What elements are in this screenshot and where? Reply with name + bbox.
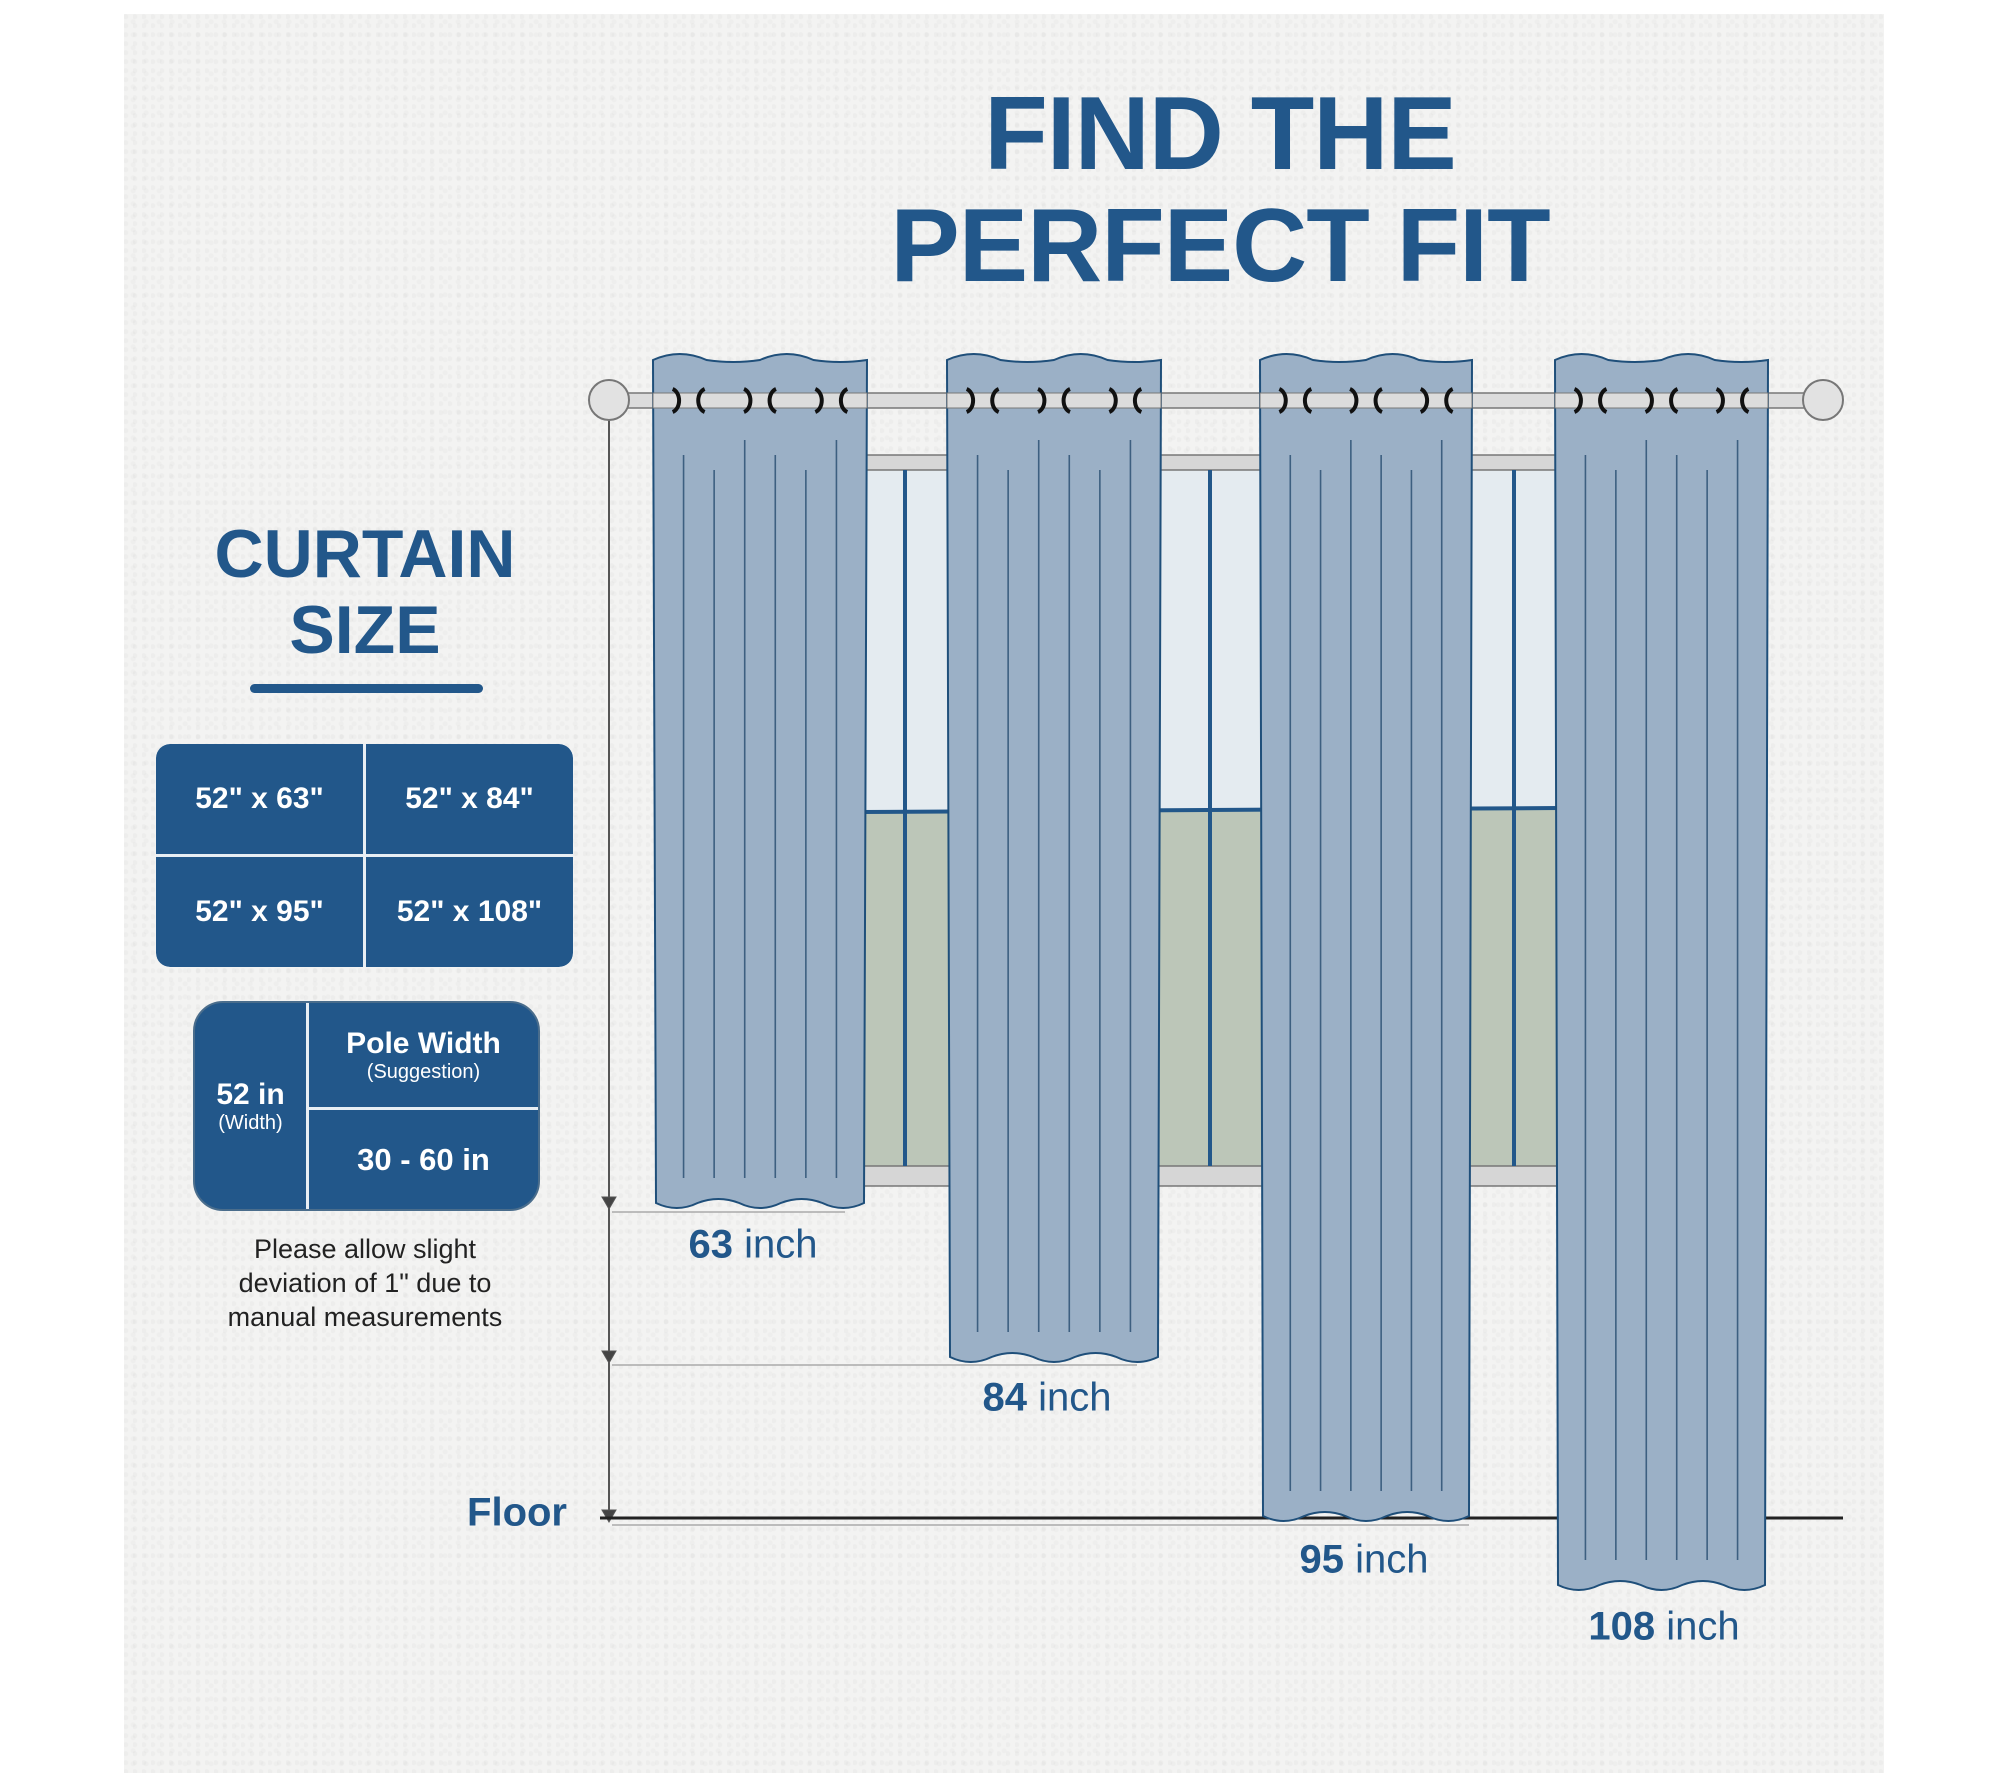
rod-segment (946, 392, 1162, 409)
arrow-icon (601, 1350, 617, 1364)
grommet-icon (1302, 387, 1313, 414)
curtain-rod (588, 379, 1844, 421)
size-option: 52" x 63" (156, 744, 363, 854)
note-line: deviation of 1" due to (238, 1268, 492, 1298)
grommet-icon (1644, 387, 1654, 414)
grommet-icon (696, 387, 706, 414)
rod-finial (588, 379, 630, 421)
deviation-note: Please allow slight deviation of 1" due … (165, 1232, 565, 1334)
pole-width-heading: Pole Width (346, 1026, 501, 1060)
grommet-icon (1740, 387, 1750, 414)
grommet-icon (1715, 387, 1725, 414)
grommet-icon (1349, 387, 1359, 414)
curtain-width-cell: 52 in (Width) (195, 1003, 309, 1209)
grommet-icon (814, 387, 824, 414)
measurement-guides (601, 401, 1469, 1526)
rod-segment (1554, 392, 1769, 409)
size-option: 52" x 84" (366, 744, 573, 854)
arrow-icon (601, 1196, 617, 1210)
title-line-1: FIND THE (984, 76, 1457, 192)
rod-finial (1802, 379, 1844, 421)
grommet-icon (671, 387, 682, 414)
grommet-icon (1444, 387, 1454, 414)
grommet-icon (838, 387, 849, 414)
pole-width-sub: (Suggestion) (366, 1060, 481, 1083)
length-label-95: 95 inch (1299, 1537, 1429, 1582)
length-label-108: 108 inch (1588, 1604, 1740, 1649)
curtain-panel (651, 353, 869, 1209)
grommet-icon (767, 387, 777, 414)
grommet-icon (965, 387, 976, 414)
width-value: 52 in (216, 1077, 285, 1111)
grommet-icon (1669, 387, 1679, 414)
grommet-icon (1419, 387, 1430, 414)
curtain-panel (1553, 353, 1770, 1591)
grommet-icon (1373, 387, 1383, 414)
curtain-panel (945, 353, 1163, 1363)
note-line: manual measurements (227, 1302, 503, 1332)
curtain-size-heading-1: CURTAIN (214, 516, 516, 592)
grommet-icon (1598, 387, 1608, 414)
grommet-icon (1278, 387, 1288, 414)
length-label-84: 84 inch (982, 1375, 1112, 1420)
grommet-icon (1132, 387, 1143, 414)
curtain-panel (1258, 353, 1474, 1522)
grommet-icon (1037, 387, 1047, 414)
size-option: 52" x 95" (156, 857, 363, 967)
title-line-2: PERFECT FIT (890, 188, 1550, 304)
floor-label: Floor (467, 1490, 567, 1535)
rod-segment (1259, 392, 1473, 409)
heading-underline (250, 684, 483, 693)
width-label: (Width) (218, 1111, 283, 1134)
grommet-icon (1573, 387, 1583, 414)
pole-width-range: 30 - 60 in (357, 1141, 490, 1177)
size-option: 52" x 108" (366, 857, 573, 967)
grommet-icon (743, 387, 753, 414)
pole-width-box: 52 in (Width) Pole Width (Suggestion) 30… (193, 1001, 540, 1211)
arrow-icon (601, 1509, 617, 1523)
curtain-size-heading-2: SIZE (289, 592, 441, 668)
grommet-icon (1108, 387, 1118, 414)
note-line: Please allow slight (253, 1234, 477, 1264)
length-label-63: 63 inch (688, 1222, 818, 1267)
pole-width-heading-cell: Pole Width (Suggestion) (309, 1003, 538, 1110)
grommet-icon (990, 387, 1000, 414)
size-grid: 52" x 63" 52" x 84" 52" x 95" 52" x 108" (156, 744, 573, 967)
rod-segment (652, 392, 868, 409)
grommet-icon (1061, 387, 1071, 414)
